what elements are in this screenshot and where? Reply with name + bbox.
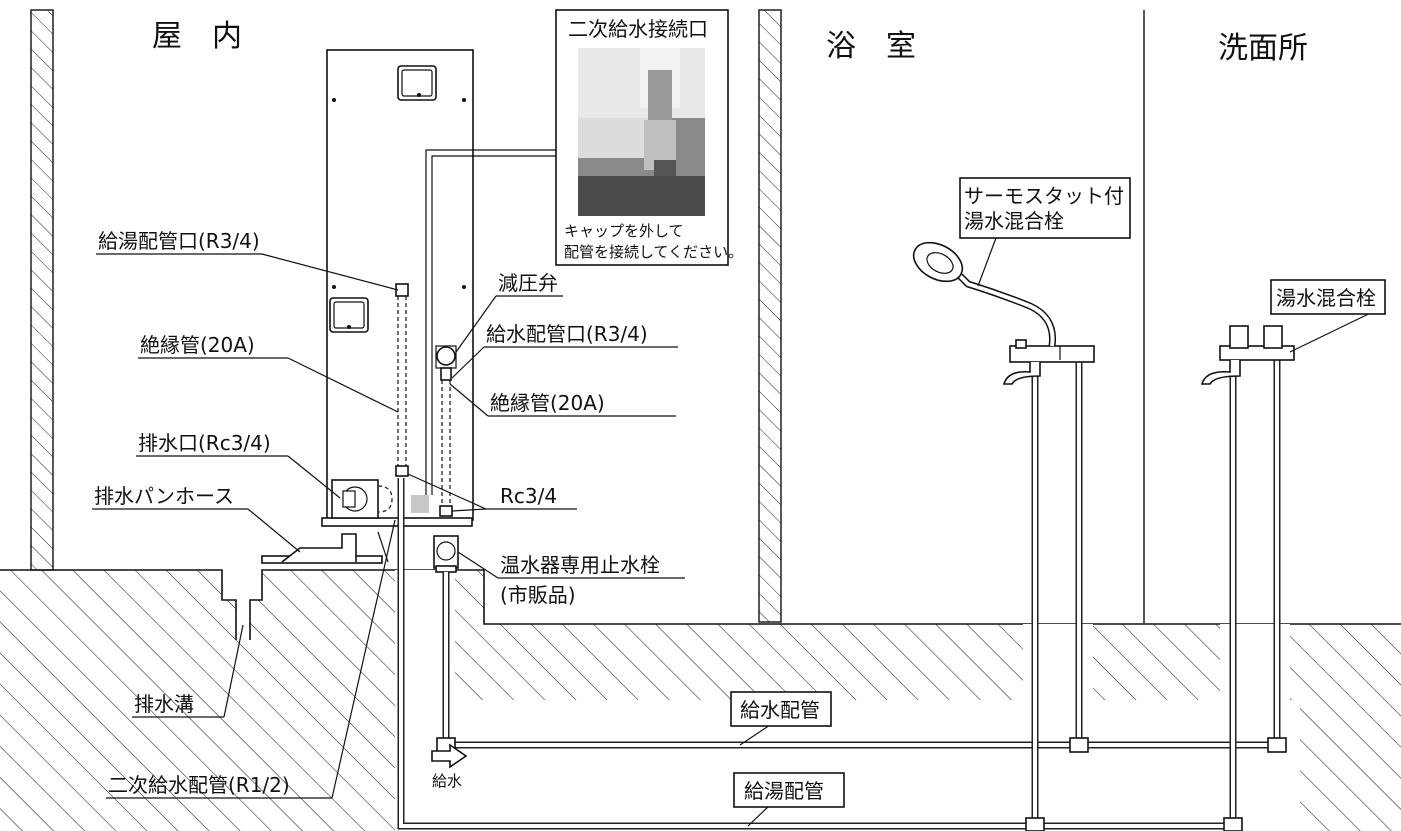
label-rc34: Rc3/4: [500, 484, 557, 508]
label-hot-outlet: 給湯配管口(R3/4): [98, 229, 260, 253]
label-water-inlet: 給水配管口(R3/4): [486, 322, 648, 346]
label-drain-outlet: 排水口(Rc3/4): [138, 431, 271, 455]
leader-lines: [92, 237, 1386, 827]
pressure-reducing-valve: [435, 345, 457, 381]
secondary-supply-pipe: [331, 519, 396, 799]
label-drain-pan-hose: 排水パンホース: [94, 484, 234, 508]
secondary-inlet-photo-box: [555, 9, 729, 266]
room-bathroom: 浴 室: [826, 29, 916, 64]
label-mixing-valve: 湯水混合栓: [1276, 286, 1376, 310]
stop-valve: [433, 535, 459, 573]
left-wall: [30, 9, 54, 571]
photo-caption-2: 配管を接続してください。: [564, 243, 743, 261]
label-secondary-pipe: 二次給水配管(R1/2): [108, 773, 290, 797]
label-thermostat-2: 湯水混合栓: [964, 209, 1064, 233]
label-supply-arrow: 給水: [432, 772, 462, 790]
label-thermostat-1: サーモスタット付: [964, 184, 1124, 208]
photo-caption-1: キャップを外して: [564, 222, 684, 240]
label-hot-water-pipe: 給湯配管: [744, 779, 824, 803]
washroom-mixing-faucet: [1200, 325, 1295, 385]
water-supply-pipe: [436, 360, 1287, 753]
label-insulation-right: 絶縁管(20A): [490, 391, 605, 415]
label-stop-valve-1: 温水器専用止水栓: [500, 553, 660, 577]
label-insulation-left: 絶縁管(20A): [140, 333, 255, 357]
label-pressure-valve: 減圧弁: [498, 271, 558, 295]
hot-water-pipe: [397, 360, 1243, 831]
room-indoor: 屋 内: [152, 19, 242, 54]
photo-title: 二次給水接続口: [568, 17, 708, 41]
label-stop-valve-2: (市販品): [500, 583, 576, 607]
thermostat-mixing-faucet: [912, 241, 1095, 385]
supply-arrow-icon: [431, 743, 468, 769]
secondary-supply-line: [425, 149, 556, 495]
label-water-supply-pipe: 給水配管: [740, 698, 820, 722]
center-wall: [758, 9, 782, 623]
label-drain-ditch: 排水溝: [134, 692, 194, 716]
room-washroom: 洗面所: [1218, 31, 1308, 66]
